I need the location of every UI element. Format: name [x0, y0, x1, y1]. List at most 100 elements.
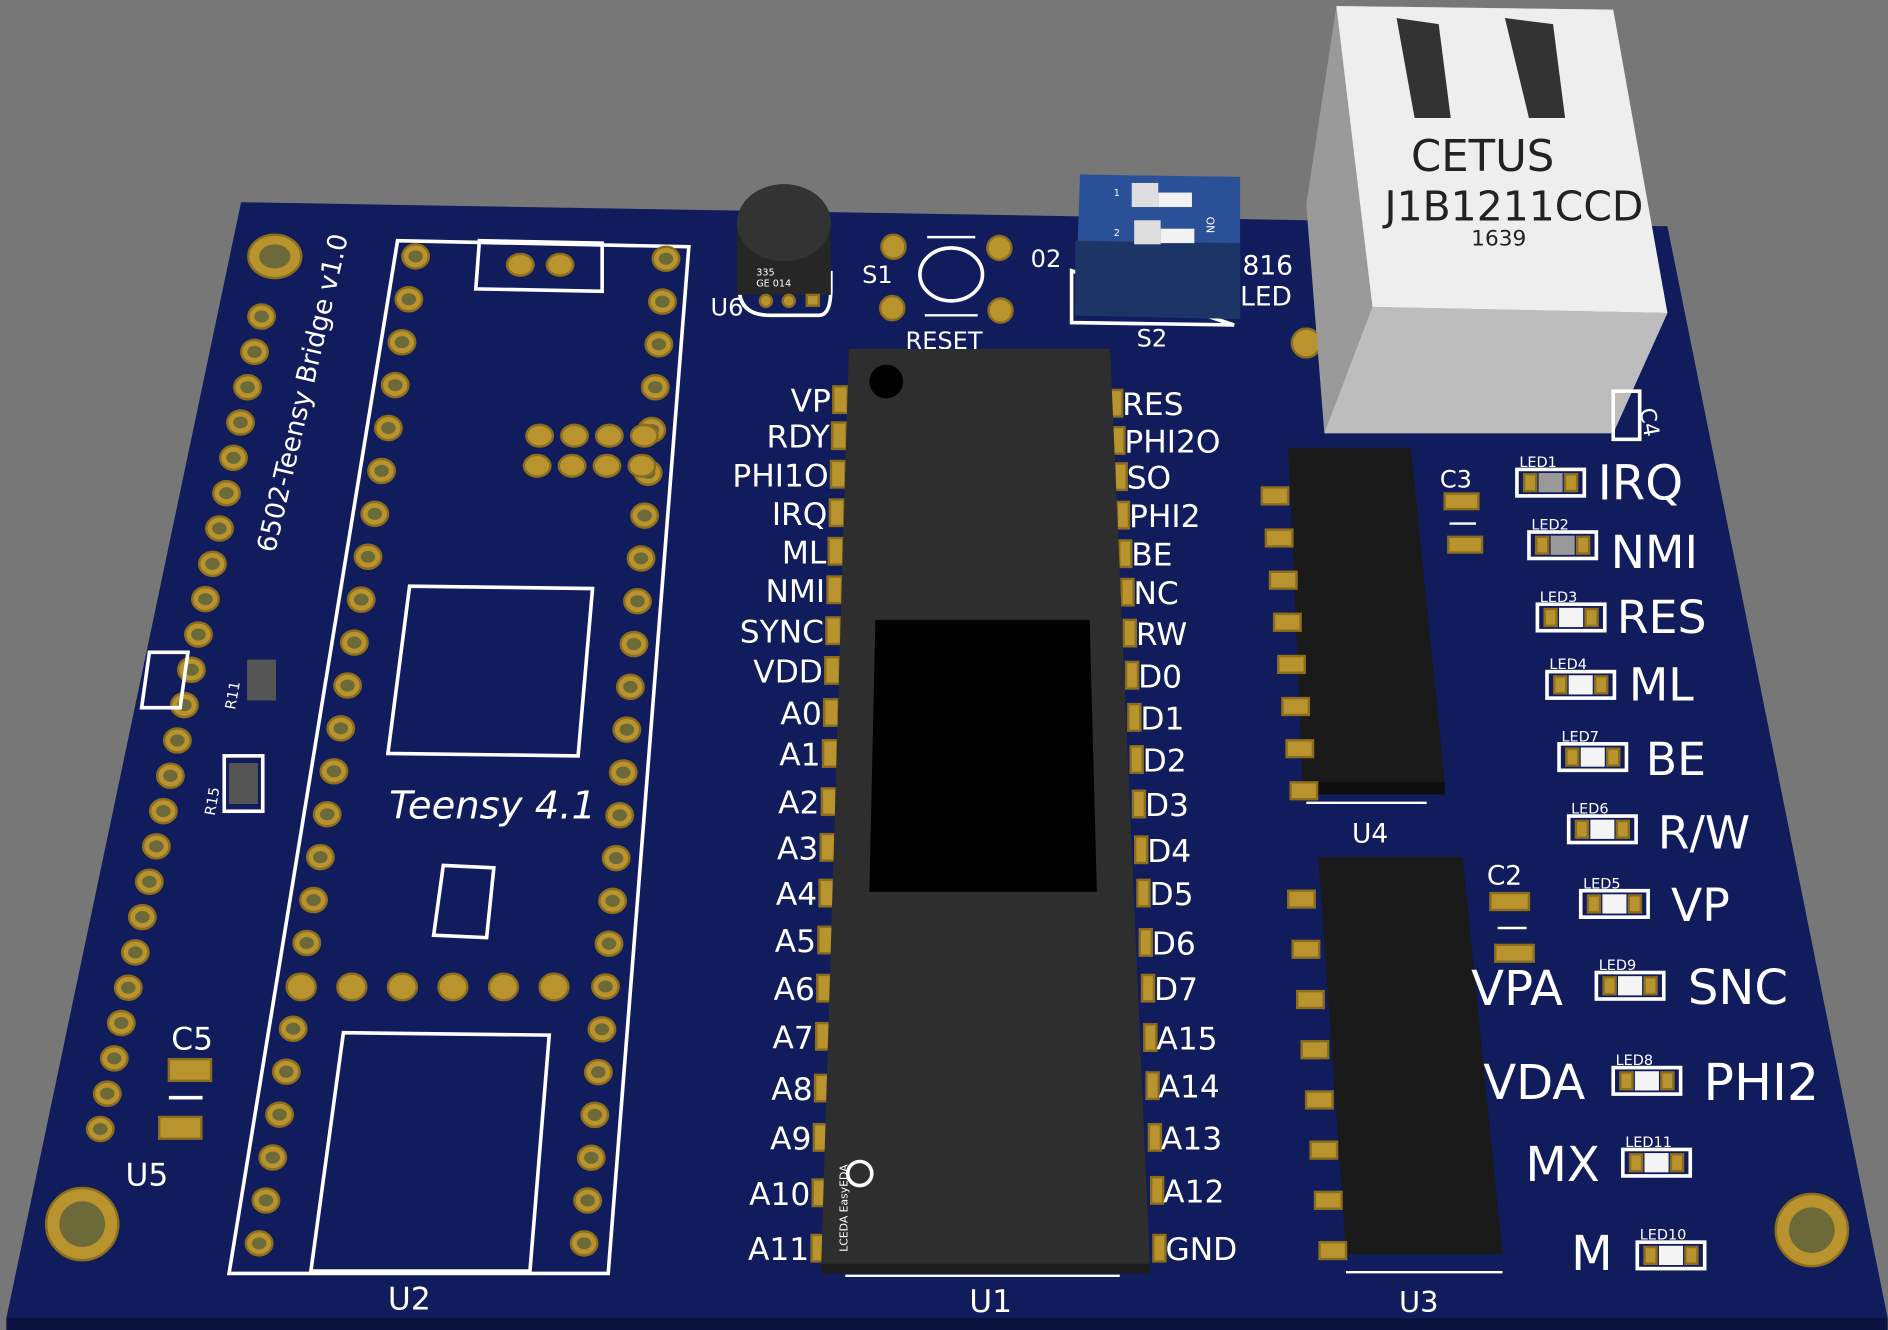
dip-switch-s2[interactable]: 02 1 2 ON S2 816 LED	[1031, 174, 1293, 353]
u5-pad-hole	[93, 1122, 108, 1136]
teensy-pad	[560, 423, 589, 448]
u1-pin-label: A2	[778, 786, 819, 822]
led-ref: LED2	[1531, 518, 1568, 534]
u1-pin	[1113, 462, 1128, 492]
u5-pad-hole	[205, 557, 220, 570]
u5-pad-hole	[233, 416, 248, 429]
led-pad	[1619, 1071, 1634, 1091]
led-pad	[1602, 976, 1617, 996]
vpa-label: VPA	[1471, 961, 1563, 1017]
capacitor-c2: C2	[1487, 861, 1535, 963]
u5-pad-hole	[198, 593, 213, 606]
u1-pin-label: SYNC	[740, 615, 824, 651]
u5-pad-hole	[121, 981, 136, 994]
u1-pin	[1122, 618, 1138, 648]
led-ref: LED1	[1519, 455, 1556, 471]
u1-pin	[825, 616, 843, 646]
teensy-pad-hole	[655, 295, 670, 308]
u3-pin	[1318, 1240, 1348, 1261]
teensy-pad-hole	[306, 894, 321, 907]
u1-pin-label: A8	[771, 1072, 812, 1108]
led-body	[1590, 819, 1615, 839]
svg-text:GE 014: GE 014	[756, 278, 791, 289]
teensy-pad-hole	[299, 936, 314, 949]
led-outline	[1621, 1147, 1693, 1178]
teensy-pad	[557, 453, 587, 478]
led-ref: LED7	[1561, 729, 1598, 745]
led-label: ML	[1629, 659, 1694, 712]
led-pad	[1628, 1153, 1644, 1173]
led-pad	[1669, 1153, 1685, 1173]
teensy-pad-hole	[601, 937, 617, 950]
led-body	[1559, 607, 1584, 628]
capacitor-c5: C5	[158, 1022, 213, 1140]
svg-text:C5: C5	[171, 1022, 213, 1058]
capacitor-c3: C3	[1440, 465, 1484, 554]
led-outline	[1611, 1065, 1683, 1096]
teensy-pad-hole	[408, 250, 423, 263]
u1-pin-label: RW	[1136, 617, 1187, 653]
u5-pad-hole	[156, 805, 171, 818]
u4-pin	[1277, 654, 1306, 675]
led-outline	[1515, 467, 1587, 498]
u5-label: U5	[126, 1158, 169, 1194]
u3-pin	[1295, 989, 1325, 1010]
u1-pin-label: A5	[775, 924, 816, 960]
u3-pin	[1300, 1040, 1330, 1060]
led-outline	[1635, 1240, 1707, 1271]
u1-pin	[827, 536, 845, 566]
teensy-pad-hole	[319, 808, 335, 821]
led-outline	[1566, 814, 1638, 845]
u1-pin-label: PHI2	[1129, 499, 1201, 535]
led-ref: LED10	[1640, 1228, 1687, 1244]
teensy-pad	[336, 972, 368, 1002]
teensy-pad-hole	[633, 552, 649, 565]
u1-pin-label: A9	[770, 1121, 811, 1157]
u3-pin	[1309, 1140, 1339, 1160]
svg-text:C2: C2	[1487, 861, 1522, 892]
led-body	[1634, 1071, 1659, 1091]
teensy-pad-hole	[612, 809, 627, 822]
u5-pad-hole	[170, 734, 185, 747]
svg-text:S1: S1	[862, 261, 893, 289]
u1-pin-label: IRQ	[772, 497, 828, 533]
u1-pin-label: VDD	[753, 654, 823, 690]
led-pad	[1553, 675, 1568, 695]
u1-pin	[1129, 745, 1144, 774]
u1-pin	[821, 739, 839, 768]
led-ref: LED8	[1616, 1053, 1653, 1069]
teensy-footprint-u2: Teensy 4.1	[226, 238, 691, 1276]
teensy-pad-hole	[374, 464, 389, 477]
u5-pad-hole	[114, 1017, 129, 1030]
svg-text:U4: U4	[1352, 819, 1388, 850]
u1-pin-label: BE	[1131, 538, 1172, 574]
teensy-pad-hole	[272, 1108, 287, 1121]
u5-pad-hole	[107, 1052, 122, 1065]
led-label: PHI2	[1703, 1053, 1819, 1112]
rj45-brand: CETUS	[1411, 132, 1554, 182]
led-label: BE	[1646, 733, 1706, 786]
u1-pin	[1143, 1023, 1158, 1052]
led-pad	[1565, 747, 1580, 767]
led-pad	[1563, 473, 1579, 493]
led-pad	[1615, 819, 1631, 839]
u1-pin	[1120, 577, 1135, 607]
teensy-pad-hole	[605, 894, 620, 907]
teensy-pad-hole	[576, 1237, 592, 1250]
teensy-pad-hole	[394, 336, 410, 349]
teensy-pad-hole	[333, 722, 348, 735]
teensy-pad-hole	[623, 680, 638, 693]
u1-pin	[824, 655, 841, 685]
teensy-pad-hole	[313, 851, 328, 864]
u1-pin-label: A10	[749, 1177, 810, 1213]
svg-text:S2: S2	[1137, 325, 1168, 353]
easyeda-logo: LCEDA EasyEDA	[838, 1164, 851, 1252]
u1-pin-label: NMI	[766, 574, 826, 610]
teensy-pad-hole	[279, 1065, 294, 1078]
u1-pin	[1124, 660, 1140, 690]
teensy-pad-hole	[401, 293, 417, 306]
u1-pin-label: PHI1O	[732, 458, 828, 494]
teensy-pad	[505, 252, 535, 277]
